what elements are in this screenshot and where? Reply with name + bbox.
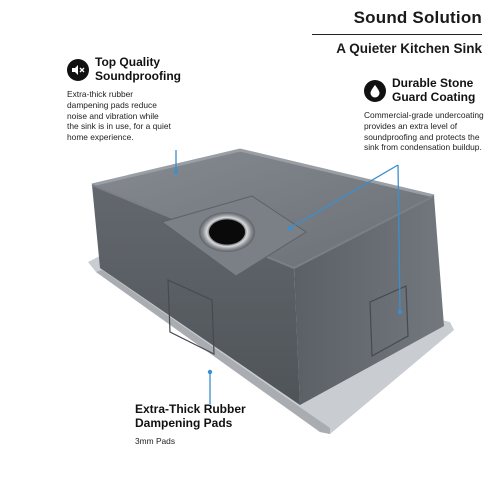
header: Sound Solution A Quieter Kitchen Sink xyxy=(312,8,482,56)
sink-side-face xyxy=(294,196,444,405)
water-drop-icon xyxy=(364,80,386,102)
leader-lines xyxy=(175,150,401,404)
callout-coating: Durable Stone Guard Coating Commercial-g… xyxy=(364,76,499,153)
leader-dot xyxy=(207,369,213,375)
callout-description: Extra-thick rubber dampening pads reduce… xyxy=(67,89,171,143)
speaker-mute-icon xyxy=(67,59,89,81)
callout-title-line: Top Quality xyxy=(95,55,161,69)
header-subtitle: A Quieter Kitchen Sink xyxy=(336,41,482,56)
callout-title-line: Extra-Thick Rubber xyxy=(135,402,246,416)
leader-dot xyxy=(287,225,293,231)
front-dampening-pad xyxy=(167,279,215,355)
leader-dot xyxy=(397,309,403,315)
callout-title-line: Dampening Pads xyxy=(135,416,233,430)
leader-line-coating-side xyxy=(397,164,401,313)
sink-front-face xyxy=(92,185,300,405)
callout-soundproofing: Top Quality Soundproofing Extra-thick ru… xyxy=(67,55,247,143)
side-dampening-pad xyxy=(369,285,409,357)
callout-title: Durable Stone Guard Coating xyxy=(392,76,499,104)
leader-dot xyxy=(173,169,179,175)
callout-title-line: Soundproofing xyxy=(95,69,181,83)
callout-dampening-pads: Extra-Thick Rubber Dampening Pads 3mm Pa… xyxy=(135,402,305,447)
leader-line-coating-top xyxy=(289,164,399,229)
callout-title-line: Durable Stone xyxy=(392,76,474,90)
callout-title: Top Quality Soundproofing xyxy=(95,55,247,83)
callout-title-line: Guard Coating xyxy=(392,90,476,104)
header-title: Sound Solution xyxy=(312,8,482,35)
callout-title: Extra-Thick Rubber Dampening Pads xyxy=(135,402,305,430)
drain-hole xyxy=(199,212,255,252)
callout-description: Commercial-grade undercoating provides a… xyxy=(364,110,484,153)
callout-description: 3mm Pads xyxy=(135,436,176,446)
